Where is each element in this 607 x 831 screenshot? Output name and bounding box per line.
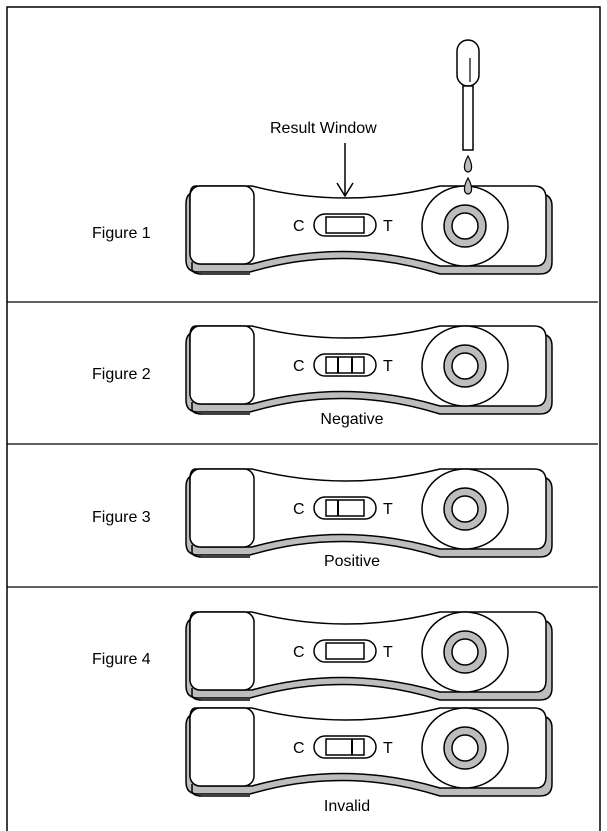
- dropper-icon: [456, 39, 480, 195]
- negative-caption: Negative: [320, 411, 384, 428]
- cassette-figure-1: C T: [185, 185, 553, 275]
- test-letter: T: [383, 740, 393, 757]
- figure-1-label: Figure 1: [92, 225, 151, 242]
- test-letter: T: [383, 644, 393, 661]
- figure-4-label: Figure 4: [92, 651, 151, 668]
- control-letter: C: [293, 501, 305, 518]
- result-window-label: Result Window: [270, 120, 377, 137]
- invalid-caption: Invalid: [323, 798, 371, 815]
- figure-2-label: Figure 2: [92, 366, 151, 383]
- figure-3-label: Figure 3: [92, 509, 151, 526]
- test-letter: T: [383, 218, 393, 235]
- control-letter: C: [293, 358, 305, 375]
- test-letter: T: [383, 501, 393, 518]
- drop-icon: [463, 154, 473, 173]
- cassette-figure-2: C T: [185, 325, 553, 415]
- cassette-figure-4a: C T: [185, 611, 553, 701]
- cassette-figure-3: C T: [185, 468, 553, 558]
- drop-icon: [463, 176, 473, 195]
- cassette-figure-4b: C T: [185, 707, 553, 797]
- result-window-arrow: [336, 143, 354, 198]
- test-letter: T: [383, 358, 393, 375]
- control-letter: C: [293, 644, 305, 661]
- control-letter: C: [293, 218, 305, 235]
- outer-border: [6, 6, 601, 831]
- positive-caption: Positive: [323, 553, 381, 570]
- control-letter: C: [293, 740, 305, 757]
